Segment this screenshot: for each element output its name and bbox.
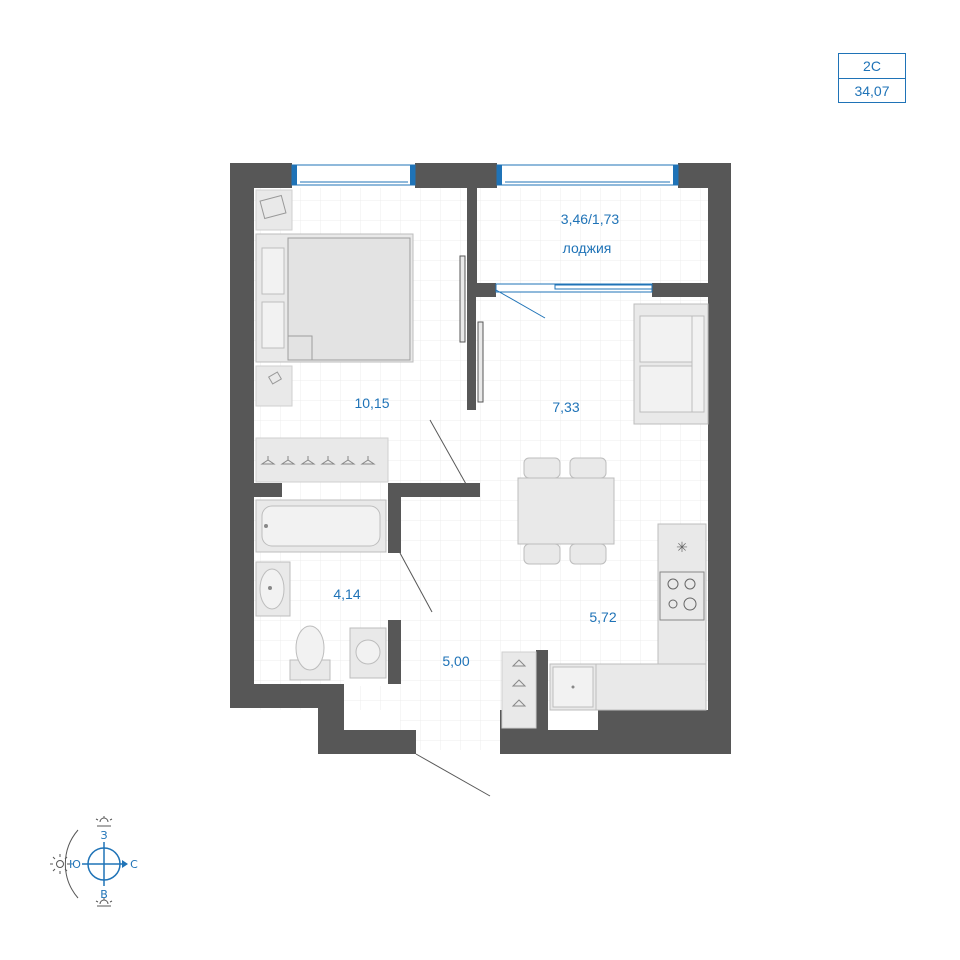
compass-north: З [100,829,107,842]
kitchen-area: 5,72 [589,609,616,625]
bathroom-area: 4,14 [333,586,360,602]
toilet-icon [289,625,331,681]
compass-west: Ю [69,858,81,871]
washing-machine-icon [349,627,387,679]
living-area: 7,33 [552,399,579,415]
loggia-area: 3,46/1,73 [561,211,620,227]
compass-icon: З В Ю С [64,829,138,901]
nightstand-icon [255,365,293,407]
chairs-icon [523,457,607,565]
bathtub-icon [255,499,387,553]
compass-east: С [130,858,138,871]
loggia-name: лоджия [563,240,612,256]
sofa-icon [633,303,709,425]
apartment-badge: 2С 34,07 [838,53,906,103]
hall-wardrobe-icon [501,651,537,729]
apartment-type: 2С [839,54,905,79]
walls [230,163,731,754]
apartment-total-area: 34,07 [854,83,890,99]
doors [399,255,491,797]
compass-south: В [100,888,108,901]
sun-icon [50,816,113,907]
bedroom-area: 10,15 [354,395,389,411]
hall-area: 5,00 [442,653,469,669]
fridge-icon [549,663,597,711]
armchair-icon [255,189,293,231]
wardrobe-icon [255,437,389,483]
stove-icon [659,571,705,621]
windows [291,163,679,319]
sink-icon [255,561,291,617]
svg-text:✳: ✳ [676,540,688,556]
bed-icon [255,233,414,363]
table-icon [517,477,615,545]
